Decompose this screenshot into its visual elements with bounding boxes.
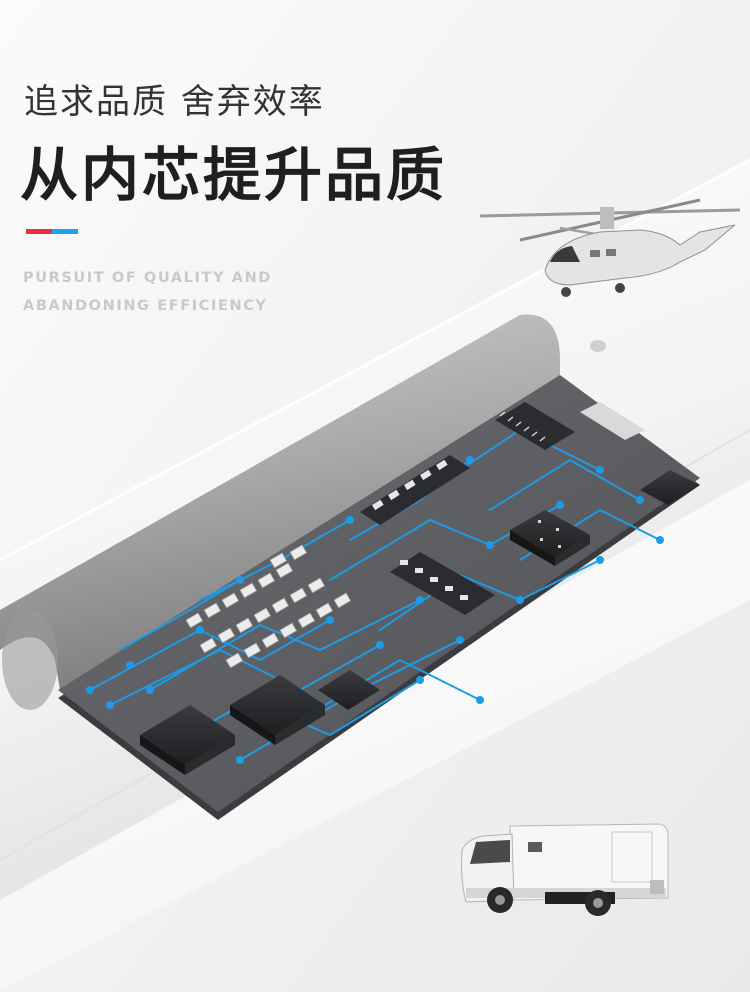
chip-edge [640,470,700,505]
page-title: 从内芯提升品质 [20,141,448,209]
ic-strip-3 [495,402,575,450]
ic-strip-2 [390,552,495,615]
chip-square [510,510,590,566]
english-tagline-line2: ABANDONING EFFICIENCY [23,298,268,314]
accent-bar-red [26,229,52,234]
tube-cutaway [0,314,560,690]
circuit-board [58,375,700,820]
chip-large-3 [318,670,380,710]
connector [580,402,645,440]
accent-bar-blue [52,229,78,234]
ic-strip-1 [360,455,470,525]
chip-large-1 [140,705,235,775]
english-tagline-line1: PURSUIT OF QUALITY AND [23,270,272,286]
accent-bar [26,229,78,234]
helicopter-illustration [479,198,741,297]
subtitle: 追求品质 舍弃效率 [24,82,325,122]
smd-components [185,544,352,669]
armored-van-illustration [461,823,669,916]
chip-large-2 [230,675,325,745]
